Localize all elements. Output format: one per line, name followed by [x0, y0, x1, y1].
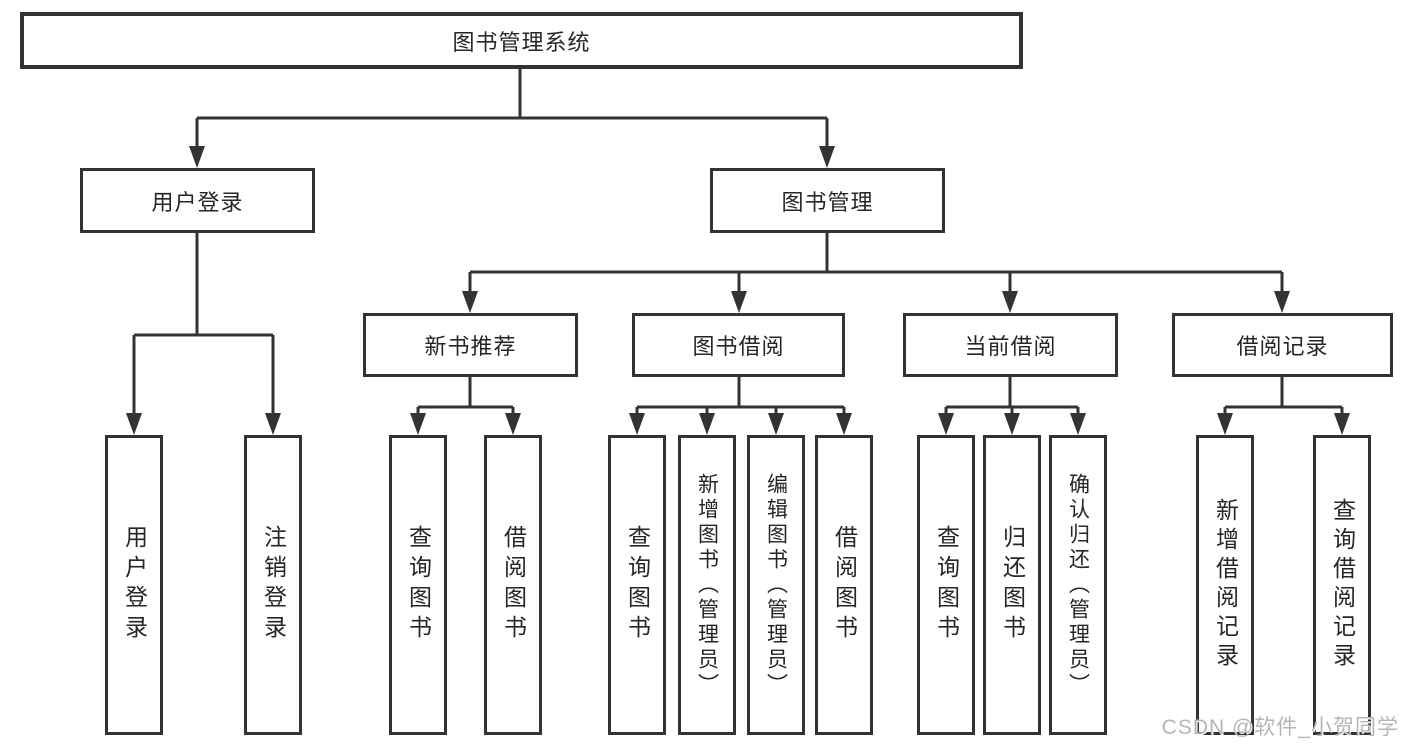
leaf-confirm-return-admin-label: 确认归还（管理员） — [1066, 472, 1090, 698]
node-book-management-label: 图书管理 — [781, 189, 874, 215]
leaf-borrow-books-borrowing-label: 借阅图书 — [831, 525, 858, 645]
leaf-return-books-label: 归还图书 — [999, 525, 1026, 645]
arrowheads — [126, 146, 1350, 435]
node-current-borrowing: 当前借阅 — [903, 313, 1118, 377]
leaf-borrow-books-recommend-label: 借阅图书 — [500, 525, 527, 645]
node-root-system: 图书管理系统 — [20, 12, 1023, 69]
leaf-logout-label: 注销登录 — [260, 525, 287, 645]
leaf-query-books-borrowing-label: 查询图书 — [624, 525, 651, 645]
node-root-label: 图书管理系统 — [452, 29, 591, 55]
leaf-user-login: 用户登录 — [105, 435, 163, 735]
leaf-query-books-borrowing: 查询图书 — [608, 435, 666, 735]
leaf-return-books: 归还图书 — [983, 435, 1041, 735]
leaf-query-borrow-record-label: 查询借阅记录 — [1329, 498, 1356, 672]
node-book-management-module: 图书管理 — [710, 168, 945, 233]
leaf-add-borrow-record: 新增借阅记录 — [1196, 435, 1254, 735]
leaf-query-books-recommend: 查询图书 — [389, 435, 447, 735]
leaf-query-borrow-record: 查询借阅记录 — [1313, 435, 1371, 735]
leaf-query-books-recommend-label: 查询图书 — [405, 525, 432, 645]
node-current-borrowing-label: 当前借阅 — [964, 334, 1057, 359]
leaf-borrow-books-recommend: 借阅图书 — [484, 435, 542, 735]
node-book-borrowing: 图书借阅 — [632, 313, 845, 377]
node-user-login-module: 用户登录 — [80, 168, 315, 233]
leaf-logout: 注销登录 — [244, 435, 302, 735]
leaf-confirm-return-admin: 确认归还（管理员） — [1049, 435, 1107, 735]
csdn-watermark: CSDN @软件_小贺同学 — [1161, 716, 1399, 739]
leaf-edit-books-admin: 编辑图书（管理员） — [747, 435, 805, 735]
node-borrowing-records-label: 借阅记录 — [1236, 334, 1329, 359]
node-book-borrowing-label: 图书借阅 — [692, 334, 785, 359]
leaf-add-borrow-record-label: 新增借阅记录 — [1212, 498, 1239, 672]
leaf-query-books-current: 查询图书 — [917, 435, 975, 735]
leaf-edit-books-admin-label: 编辑图书（管理员） — [764, 472, 788, 698]
leaf-borrow-books-borrowing: 借阅图书 — [815, 435, 873, 735]
leaf-add-books-admin: 新增图书（管理员） — [678, 435, 736, 735]
leaf-add-books-admin-label: 新增图书（管理员） — [695, 472, 719, 698]
node-user-login-label: 用户登录 — [151, 189, 244, 215]
leaf-query-books-current-label: 查询图书 — [933, 525, 960, 645]
leaf-user-login-label: 用户登录 — [121, 525, 148, 645]
node-borrowing-records: 借阅记录 — [1172, 313, 1393, 377]
node-new-book-recommend-label: 新书推荐 — [424, 334, 517, 359]
node-new-book-recommend: 新书推荐 — [363, 313, 578, 377]
